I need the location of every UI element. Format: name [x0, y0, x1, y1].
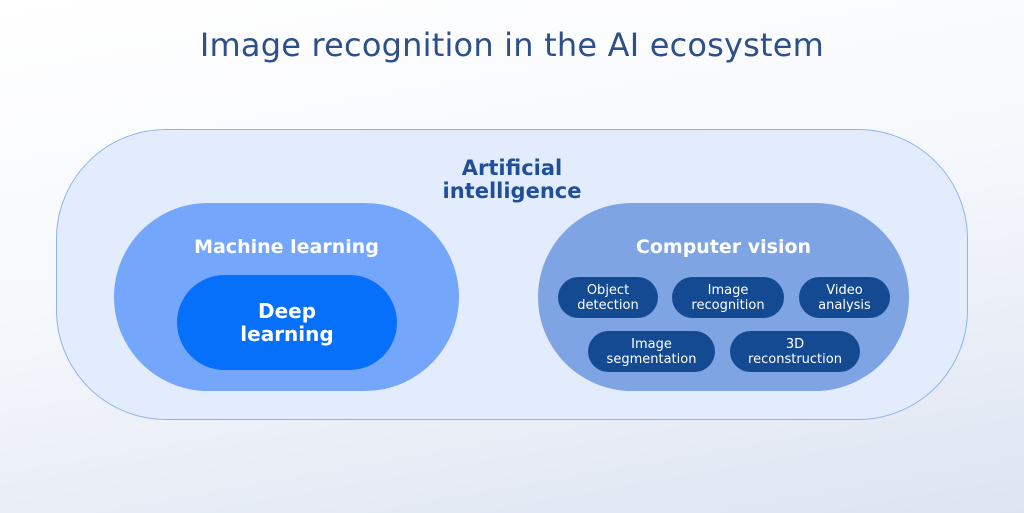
chip-line2: analysis [818, 297, 871, 313]
deep-learning-line2: learning [240, 321, 334, 346]
machine-learning-label: Machine learning [194, 236, 379, 258]
cv-item-image-segmentation: Image segmentation [588, 331, 715, 372]
deep-learning-region: Deep learning [177, 275, 397, 370]
chip-line1: 3D [785, 336, 805, 352]
chip-line1: Video [826, 282, 863, 298]
cv-item-video-analysis: Video analysis [799, 277, 890, 318]
cv-item-3d-reconstruction: 3D reconstruction [730, 331, 860, 372]
cv-item-image-recognition: Image recognition [672, 277, 784, 318]
deep-learning-label: Deep learning [227, 298, 347, 346]
chip-line2: recognition [691, 297, 765, 313]
ai-label-line2: intelligence [442, 179, 582, 203]
chip-line1: Image [631, 336, 672, 352]
deep-learning-line1: Deep [257, 298, 317, 323]
computer-vision-label: Computer vision [635, 236, 812, 258]
chip-line2: segmentation [606, 351, 697, 367]
chip-line1: Object [586, 282, 630, 298]
cv-item-object-detection: Object detection [558, 277, 658, 318]
chip-line2: detection [577, 297, 639, 313]
ai-label-line1: Artificial [461, 156, 563, 180]
chip-line1: Image [707, 282, 749, 298]
chip-line2: reconstruction [748, 351, 842, 367]
diagram-title: Image recognition in the AI ecosystem [199, 26, 825, 64]
artificial-intelligence-label: Artificial intelligence [412, 157, 612, 203]
